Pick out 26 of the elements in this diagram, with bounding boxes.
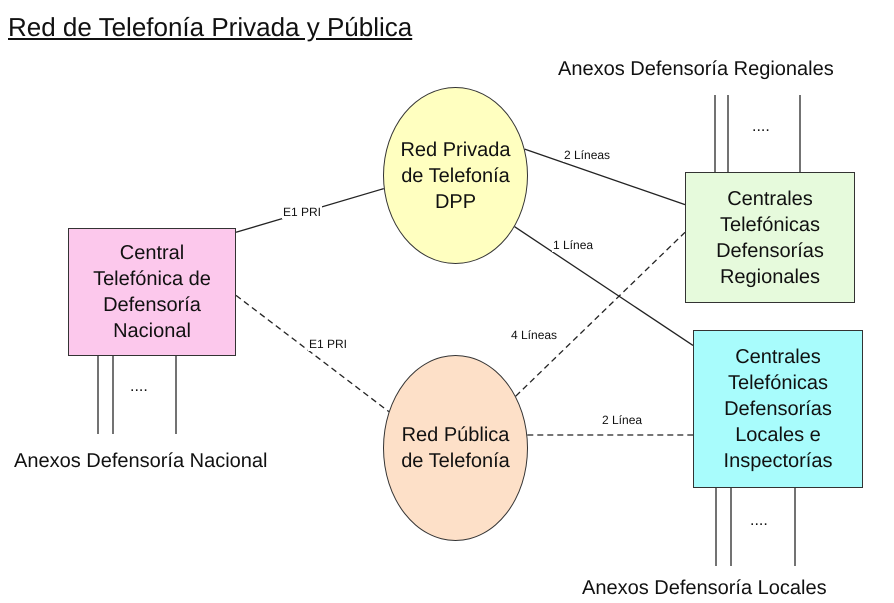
exchange-box [693, 330, 863, 488]
annex-label: Anexos Defensoría Locales [582, 577, 827, 600]
connector-line [515, 232, 686, 397]
edge-label: 2 Líneas [563, 148, 612, 162]
node-text: Red Pública de Telefonía [400, 423, 511, 474]
connector-line [236, 294, 390, 412]
exchange-box [68, 228, 236, 356]
node-text: Centrales Telefónicas Defensorías Locales e Inspectorías [722, 345, 834, 474]
title: Red de Telefonía Privada y Pública [8, 12, 412, 43]
edge-label: 2 Línea [601, 413, 644, 427]
annex-label: Anexos Defensoría Nacional [14, 450, 268, 473]
node-text: Central Telefónica de Defensoría Nacional [92, 241, 212, 344]
ellipsis: .... [130, 378, 148, 396]
node-text: Red Privada de Telefonía DPP [399, 138, 512, 214]
exchange-box [685, 172, 855, 303]
annex-label: Anexos Defensoría Regionales [558, 58, 834, 81]
edge-label: 1 Línea [552, 238, 594, 252]
connector-line [524, 148, 686, 206]
connector-line [527, 434, 693, 436]
edge-label: 4 Líneas [510, 328, 558, 342]
connector-line [514, 226, 694, 346]
ellipsis: .... [750, 512, 768, 530]
edge-label: E1 PRI [308, 337, 348, 351]
node-text: Centrales Telefónicas Defensorías Regionales [715, 186, 825, 290]
ellipsis: .... [752, 118, 770, 136]
edge-label: E1 PRI [282, 205, 322, 219]
